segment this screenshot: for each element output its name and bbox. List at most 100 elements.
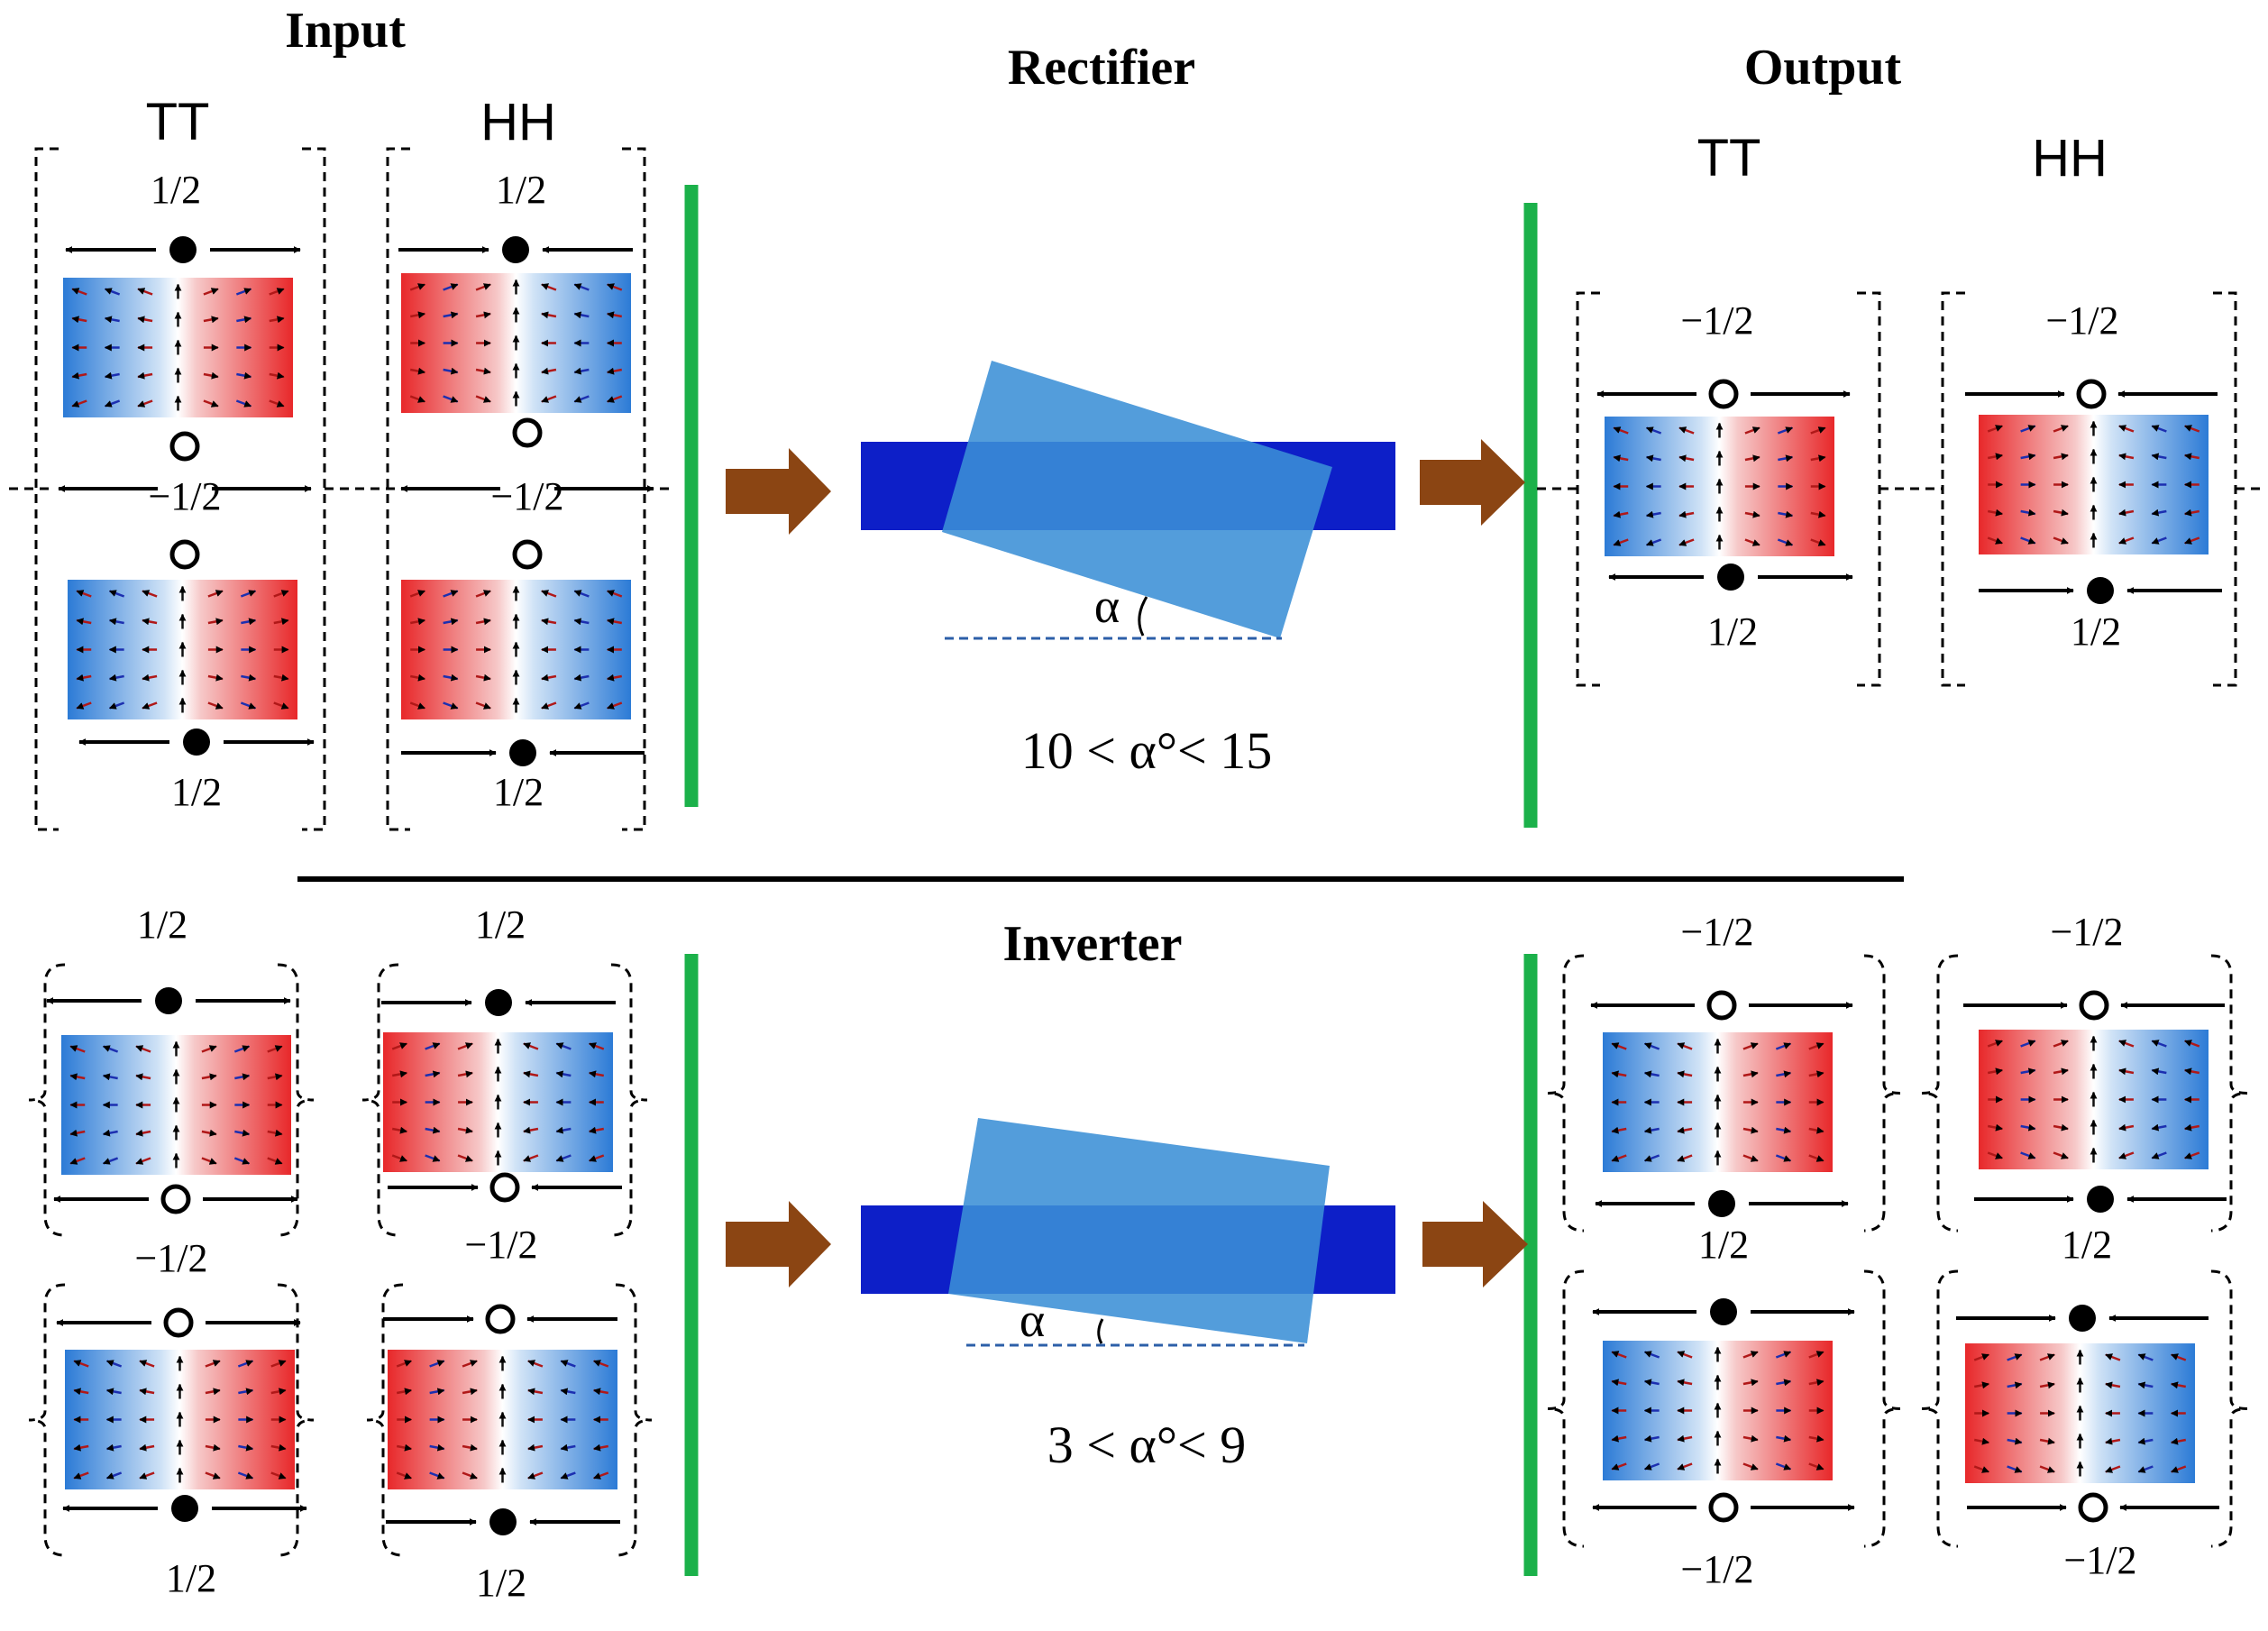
inv-in-hh1-domain-spin-arrow xyxy=(391,1042,407,1050)
input-tt-mid-charge: −1/2 xyxy=(148,474,221,518)
input-tt-lower-domain-spin-arrow xyxy=(76,590,92,598)
inv-in-hh2-domain-spin-arrow xyxy=(429,1388,445,1396)
inv-in-hh2-domain-spin-arrow xyxy=(396,1443,413,1452)
input-tt-lower-domain-spin-arrow xyxy=(241,673,257,682)
inv-in-hh2-domain-spin-arrow xyxy=(592,1388,609,1396)
inv-out-tt1-domain-spin-arrow xyxy=(1776,1126,1792,1134)
inv-out-hh2-domain-spin-arrow xyxy=(2039,1381,2055,1389)
input-hh-upper-domain xyxy=(401,273,631,413)
inv-out-hh2-domain-spin-arrow xyxy=(1973,1465,1989,1473)
inv-in-tt2-domain-spin-arrow xyxy=(205,1388,221,1396)
inv-in-hh2-domain xyxy=(388,1350,617,1489)
input-hh-lower-domain-spin-arrow xyxy=(606,673,623,682)
input-hh-bot-dot xyxy=(509,739,536,766)
input-tt-upper-domain-spin-arrow xyxy=(104,371,120,380)
inv-in-tt1-domain-spin-arrow xyxy=(267,1129,283,1137)
inv-out-hh2-top-charge: 1/2 xyxy=(2062,1223,2112,1267)
inv-out-hh2-domain-spin-arrow xyxy=(1973,1381,1990,1389)
input-hh-lower-domain-spin-arrow xyxy=(541,673,557,682)
input-hh-upper-domain-spin-arrow xyxy=(443,311,459,319)
input-tt-lower-domain-spin-arrow xyxy=(76,701,92,710)
inv-out-tt1-top-charge: −1/2 xyxy=(1680,910,1753,954)
input-tt-header: TT xyxy=(146,93,210,151)
inv-out-hh2-domain-spin-arrow xyxy=(2137,1353,2154,1361)
input-tt-lower-domain-spin-arrow xyxy=(108,590,125,598)
inv-in-tt2-domain-spin-arrow xyxy=(205,1471,221,1480)
inv-in-tt2-domain-spin-arrow xyxy=(105,1443,122,1452)
input-tt-upper-domain-spin-arrow xyxy=(137,316,153,324)
input-tt-upper-domain-spin-arrow xyxy=(269,371,285,380)
inv-out-hh1-domain-spin-arrow xyxy=(2020,1151,2036,1159)
inv-out-tt1-domain-spin-arrow xyxy=(1775,1154,1792,1162)
inv-in-tt1-bot-dot xyxy=(160,1184,191,1214)
input-tt-lower-domain-spin-arrow xyxy=(142,673,158,682)
output-tt-domain-spin-arrow xyxy=(1613,454,1629,463)
inv-out-hh1-domain-spin-arrow xyxy=(2184,1151,2200,1159)
rectifier-angle-label: α xyxy=(1094,579,1120,633)
input-tt-upper-domain-spin-arrow xyxy=(71,288,87,296)
input-tt-lower-domain xyxy=(68,580,297,719)
inv-in-hh1-domain-spin-arrow xyxy=(588,1070,605,1078)
input-hh-upper-domain-spin-arrow xyxy=(475,311,491,319)
input-hh-upper-domain-spin-arrow xyxy=(606,367,623,375)
input-hh-header: HH xyxy=(480,93,556,151)
output-tt-domain-spin-arrow xyxy=(1744,426,1760,435)
inv-in-hh2-top-dot xyxy=(485,1304,516,1334)
inv-out-tt2-domain-spin-arrow xyxy=(1643,1379,1660,1387)
inv-in-hh2-domain-spin-arrow xyxy=(462,1360,478,1368)
inv-out-hh2-bot-dot xyxy=(2078,1492,2108,1523)
inv-in-tt2-domain-spin-arrow xyxy=(139,1471,155,1480)
inverter-angle-arc xyxy=(1097,1318,1104,1344)
inv-in-hh1-domain-spin-arrow xyxy=(589,1042,605,1050)
inv-out-tt2-box-right xyxy=(1863,1269,1901,1548)
input-hh-upper-domain-spin-arrow xyxy=(409,283,425,291)
output-hh-bot-charge: 1/2 xyxy=(2071,609,2121,654)
inv-out-tt2-domain-spin-arrow xyxy=(1643,1462,1660,1471)
inv-out-hh1-domain-spin-arrow xyxy=(2020,1123,2036,1132)
input-tt-upper-domain-spin-arrow xyxy=(71,371,87,380)
input-hh-upper-domain-spin-arrow xyxy=(409,395,425,403)
flow-arrow-rectifier-in xyxy=(726,448,831,535)
input-hh-mid-dot-a xyxy=(512,417,543,448)
flow-arrow-rectifier-out xyxy=(1420,439,1525,526)
output-hh-domain-spin-arrow xyxy=(1987,536,2003,545)
inv-out-hh2-domain-spin-arrow xyxy=(2105,1437,2121,1445)
output-tt-domain-spin-arrow xyxy=(1744,510,1760,518)
inv-out-tt1-domain-spin-arrow xyxy=(1775,1042,1792,1050)
inv-out-tt2-domain-spin-arrow xyxy=(1742,1434,1759,1443)
output-hh-domain-spin-arrow xyxy=(2118,453,2135,461)
inv-in-hh2-domain-spin-arrow xyxy=(527,1443,544,1452)
domain-wall-panels: 1/2−1/21/21/2−1/21/2−1/21/2−1/21/21/2−1/… xyxy=(9,147,2263,1605)
inv-out-hh1-domain-spin-arrow xyxy=(2053,1067,2069,1076)
inv-in-hh1-domain-spin-arrow xyxy=(523,1126,539,1134)
input-tt-upper-domain-spin-arrow xyxy=(269,288,285,296)
inv-in-hh2-domain-spin-arrow xyxy=(462,1443,478,1452)
inv-in-tt1-domain-spin-arrow xyxy=(135,1045,151,1053)
input-hh-lower-domain-spin-arrow xyxy=(475,618,491,626)
inv-in-hh2-domain-spin-arrow xyxy=(593,1471,609,1480)
inv-out-hh2-domain-spin-arrow xyxy=(2171,1465,2187,1473)
input-hh-lower-domain-spin-arrow xyxy=(573,590,590,598)
inv-out-tt1-domain-spin-arrow xyxy=(1611,1070,1627,1078)
input-tt-upper-domain-spin-arrow xyxy=(236,371,252,380)
inv-in-tt2-domain-spin-arrow xyxy=(270,1443,287,1452)
input-hh-upper-domain-spin-arrow xyxy=(443,367,459,375)
input-tt-lower-domain-spin-arrow xyxy=(76,618,92,626)
inv-out-tt1-domain-spin-arrow xyxy=(1742,1070,1759,1078)
inv-in-tt1-domain-spin-arrow xyxy=(234,1129,251,1137)
output-hh-domain-spin-arrow xyxy=(2151,536,2167,545)
inv-out-tt2-box-left xyxy=(1547,1269,1585,1548)
input-hh-lower-domain-spin-arrow xyxy=(541,590,557,598)
inv-in-hh2-domain-spin-arrow xyxy=(396,1360,412,1368)
output-hh-box-left xyxy=(1941,291,1965,687)
input-hh-lower-domain-spin-arrow xyxy=(606,618,623,626)
input-tt-upper-domain xyxy=(63,278,293,417)
inv-in-hh2-top-charge: −1/2 xyxy=(464,1223,537,1267)
inv-in-tt2-domain-spin-arrow xyxy=(237,1360,254,1368)
inv-out-hh2-domain-spin-arrow xyxy=(2137,1465,2154,1473)
output-hh-domain-spin-arrow xyxy=(2151,453,2167,461)
inv-in-tt1-domain-spin-arrow xyxy=(102,1073,118,1081)
inv-out-hh1-domain-spin-arrow xyxy=(2183,1067,2200,1076)
output-tt-box-left xyxy=(1576,291,1600,687)
inv-out-hh1-domain-spin-arrow xyxy=(2118,1123,2135,1132)
